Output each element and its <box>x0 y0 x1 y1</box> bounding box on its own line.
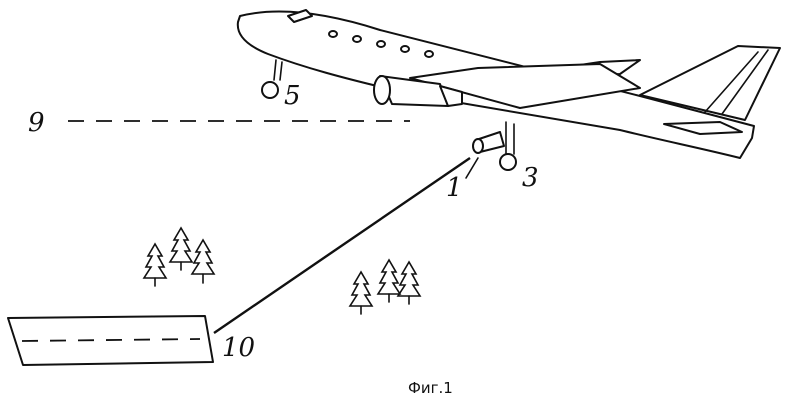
runway <box>7 315 214 366</box>
near-wing <box>409 63 641 109</box>
label-1: 1 <box>446 173 463 203</box>
trees-left <box>142 226 216 287</box>
trees-right <box>348 258 422 315</box>
cabin-windows <box>328 30 434 58</box>
tail-fin <box>639 45 781 121</box>
beam-line <box>213 157 471 334</box>
label-5: 5 <box>284 81 301 111</box>
sensor-1 <box>472 131 505 154</box>
aircraft: 5 3 1 <box>236 9 781 203</box>
label-3: 3 <box>522 163 539 193</box>
figure-caption: Фиг.1 <box>408 379 453 397</box>
cockpit-window <box>287 9 313 23</box>
label-10: 10 <box>222 333 255 363</box>
label-1-leader <box>465 157 479 179</box>
main-gear <box>499 121 517 171</box>
horizontal-stabilizer <box>663 121 743 135</box>
nose-gear <box>261 59 283 99</box>
label-9: 9 <box>28 108 45 138</box>
